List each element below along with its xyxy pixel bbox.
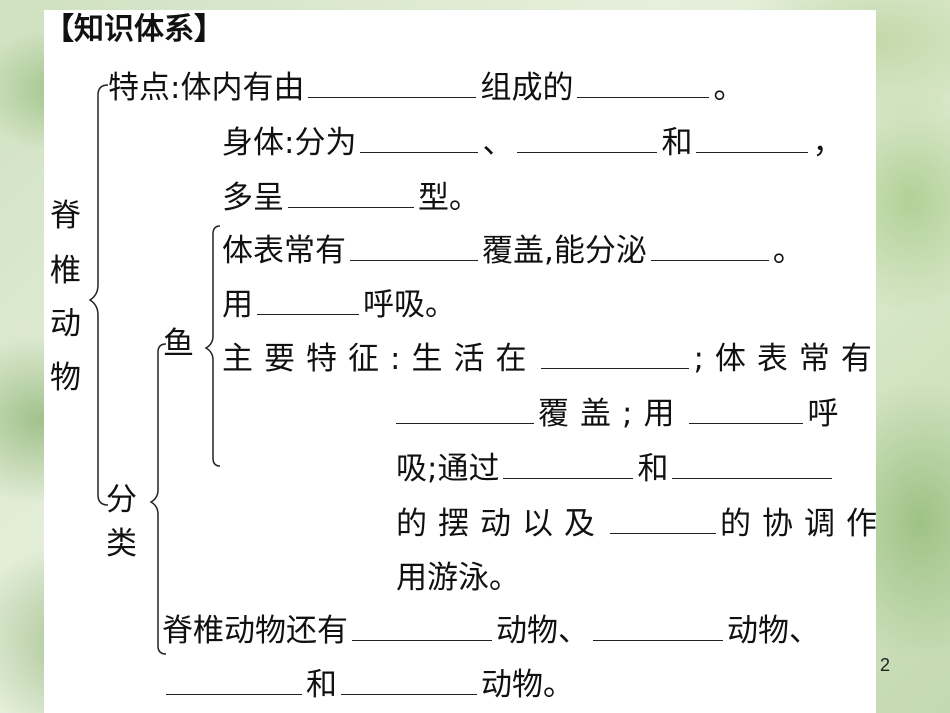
fill-blank[interactable] [689,422,804,424]
others-text: 动物、 [727,613,820,649]
fish-line-2: 用 呼吸。 [222,287,456,323]
others-text: 脊椎动物还有 [162,613,348,649]
features-text: 。 [713,70,745,106]
root-label-4: 物 [50,360,81,396]
features-text: 多呈 [222,180,284,216]
classification-label-2: 类 [106,526,137,562]
fill-blank[interactable] [650,259,769,261]
fish-line-6: 的摆动以及 的协调作 [396,506,888,542]
page-number: 2 [880,655,891,675]
fill-blank[interactable] [593,639,723,641]
fill-blank[interactable] [257,313,359,315]
fill-blank[interactable] [288,206,414,208]
fill-blank[interactable] [610,532,716,534]
others-text: 动物、 [496,613,589,649]
fish-brace [204,225,221,467]
fish-text: 覆盖;用 [538,396,686,432]
fish-text: 和 [637,451,669,487]
fish-line-5: 吸;通过 和 [396,451,836,487]
fish-text: 呼 [807,396,839,432]
fish-text: 吸;通过 [396,451,500,487]
features-text: 和 [661,125,693,161]
others-line-2: 和 动物。 [162,667,574,703]
others-text: 动物。 [481,667,574,703]
fill-blank[interactable] [577,96,710,98]
fish-text: 的摆动以及 [396,506,606,542]
fish-line-4: 覆盖;用 呼 [392,396,838,432]
features-text: 身体:分为 [222,125,357,161]
fill-blank[interactable] [696,151,809,153]
features-text: 特点:体内有由 [108,70,305,106]
fish-line-7: 用游泳。 [396,560,520,596]
fish-text: 。 [772,233,804,269]
classification-label-1: 分 [106,482,137,518]
features-text: 型。 [418,180,480,216]
main-brace [88,84,109,506]
fish-text: 呼吸。 [363,287,456,323]
fish-text: 用 [222,287,253,323]
fill-blank[interactable] [517,151,658,153]
features-line-1: 特点:体内有由 组成的 。 [108,70,744,106]
fill-blank[interactable] [503,477,634,479]
section-header: 【知识体系】 [44,12,224,47]
fill-blank[interactable] [360,151,479,153]
features-line-3: 多呈 型。 [222,180,480,216]
others-text: 和 [306,667,337,703]
fish-line-3: 主要特征:生活在 ;体表常有 [222,341,883,377]
features-text: 、 [482,125,514,161]
fish-text: 覆盖,能分泌 [482,233,647,269]
fill-blank[interactable] [166,693,302,695]
fish-text: 的协调作 [720,506,888,542]
fish-text: 体表常有 [222,233,346,269]
fill-blank[interactable] [350,259,478,261]
root-label-3: 动 [50,306,81,342]
fish-line-1: 体表常有 覆盖,能分泌 。 [222,233,804,269]
features-text: 组成的 [480,70,574,106]
features-text: ， [812,125,844,161]
features-line-2: 身体:分为 、 和 ， [222,125,843,161]
fill-blank[interactable] [672,477,833,479]
fill-blank[interactable] [341,693,477,695]
fish-label: 鱼 [163,326,194,362]
fish-text: 主要特征:生活在 [222,341,538,377]
others-line-1: 脊椎动物还有 动物、 动物、 [162,613,820,649]
root-label-2: 椎 [50,253,81,289]
fill-blank[interactable] [308,96,477,98]
worksheet-panel [44,10,876,713]
fish-text: ;体表常有 [693,341,883,377]
root-label-1: 脊 [50,198,81,234]
fill-blank[interactable] [352,639,492,641]
classification-brace [149,343,167,655]
fill-blank[interactable] [396,422,534,424]
fill-blank[interactable] [541,367,690,369]
